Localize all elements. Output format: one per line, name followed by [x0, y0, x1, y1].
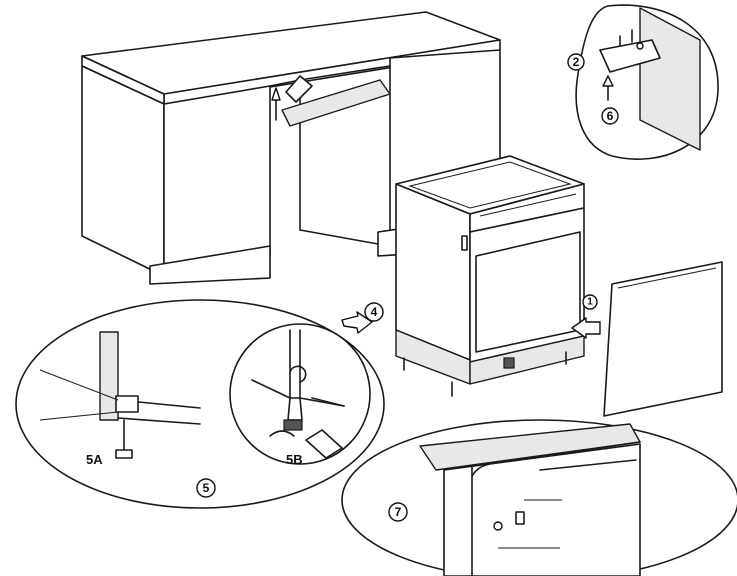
- callout-1-label: 1: [587, 297, 593, 308]
- callout-1: 1: [582, 294, 598, 310]
- callout-5: 5: [196, 478, 216, 498]
- push-arrow-step-1: [571, 317, 601, 339]
- decor-door-panel: [603, 261, 723, 417]
- callout-4-label: 4: [371, 305, 378, 319]
- push-arrow-step-4: [341, 311, 373, 334]
- callout-7: 7: [388, 502, 408, 522]
- detail-circle-5: [15, 299, 385, 509]
- callout-6: 6: [601, 107, 619, 125]
- label-5a: 5A: [86, 452, 103, 467]
- dishwasher: [395, 155, 585, 397]
- callout-2: 2: [567, 53, 585, 71]
- callout-4: 4: [364, 302, 384, 322]
- label-5b: 5B: [286, 452, 303, 467]
- callout-2-label: 2: [573, 55, 580, 69]
- callout-5-label: 5: [203, 481, 210, 495]
- callout-6-label: 6: [607, 109, 614, 123]
- detail-circle-2-6: [575, 4, 719, 160]
- detail-circle-7: [341, 419, 737, 576]
- callout-7-label: 7: [395, 505, 402, 519]
